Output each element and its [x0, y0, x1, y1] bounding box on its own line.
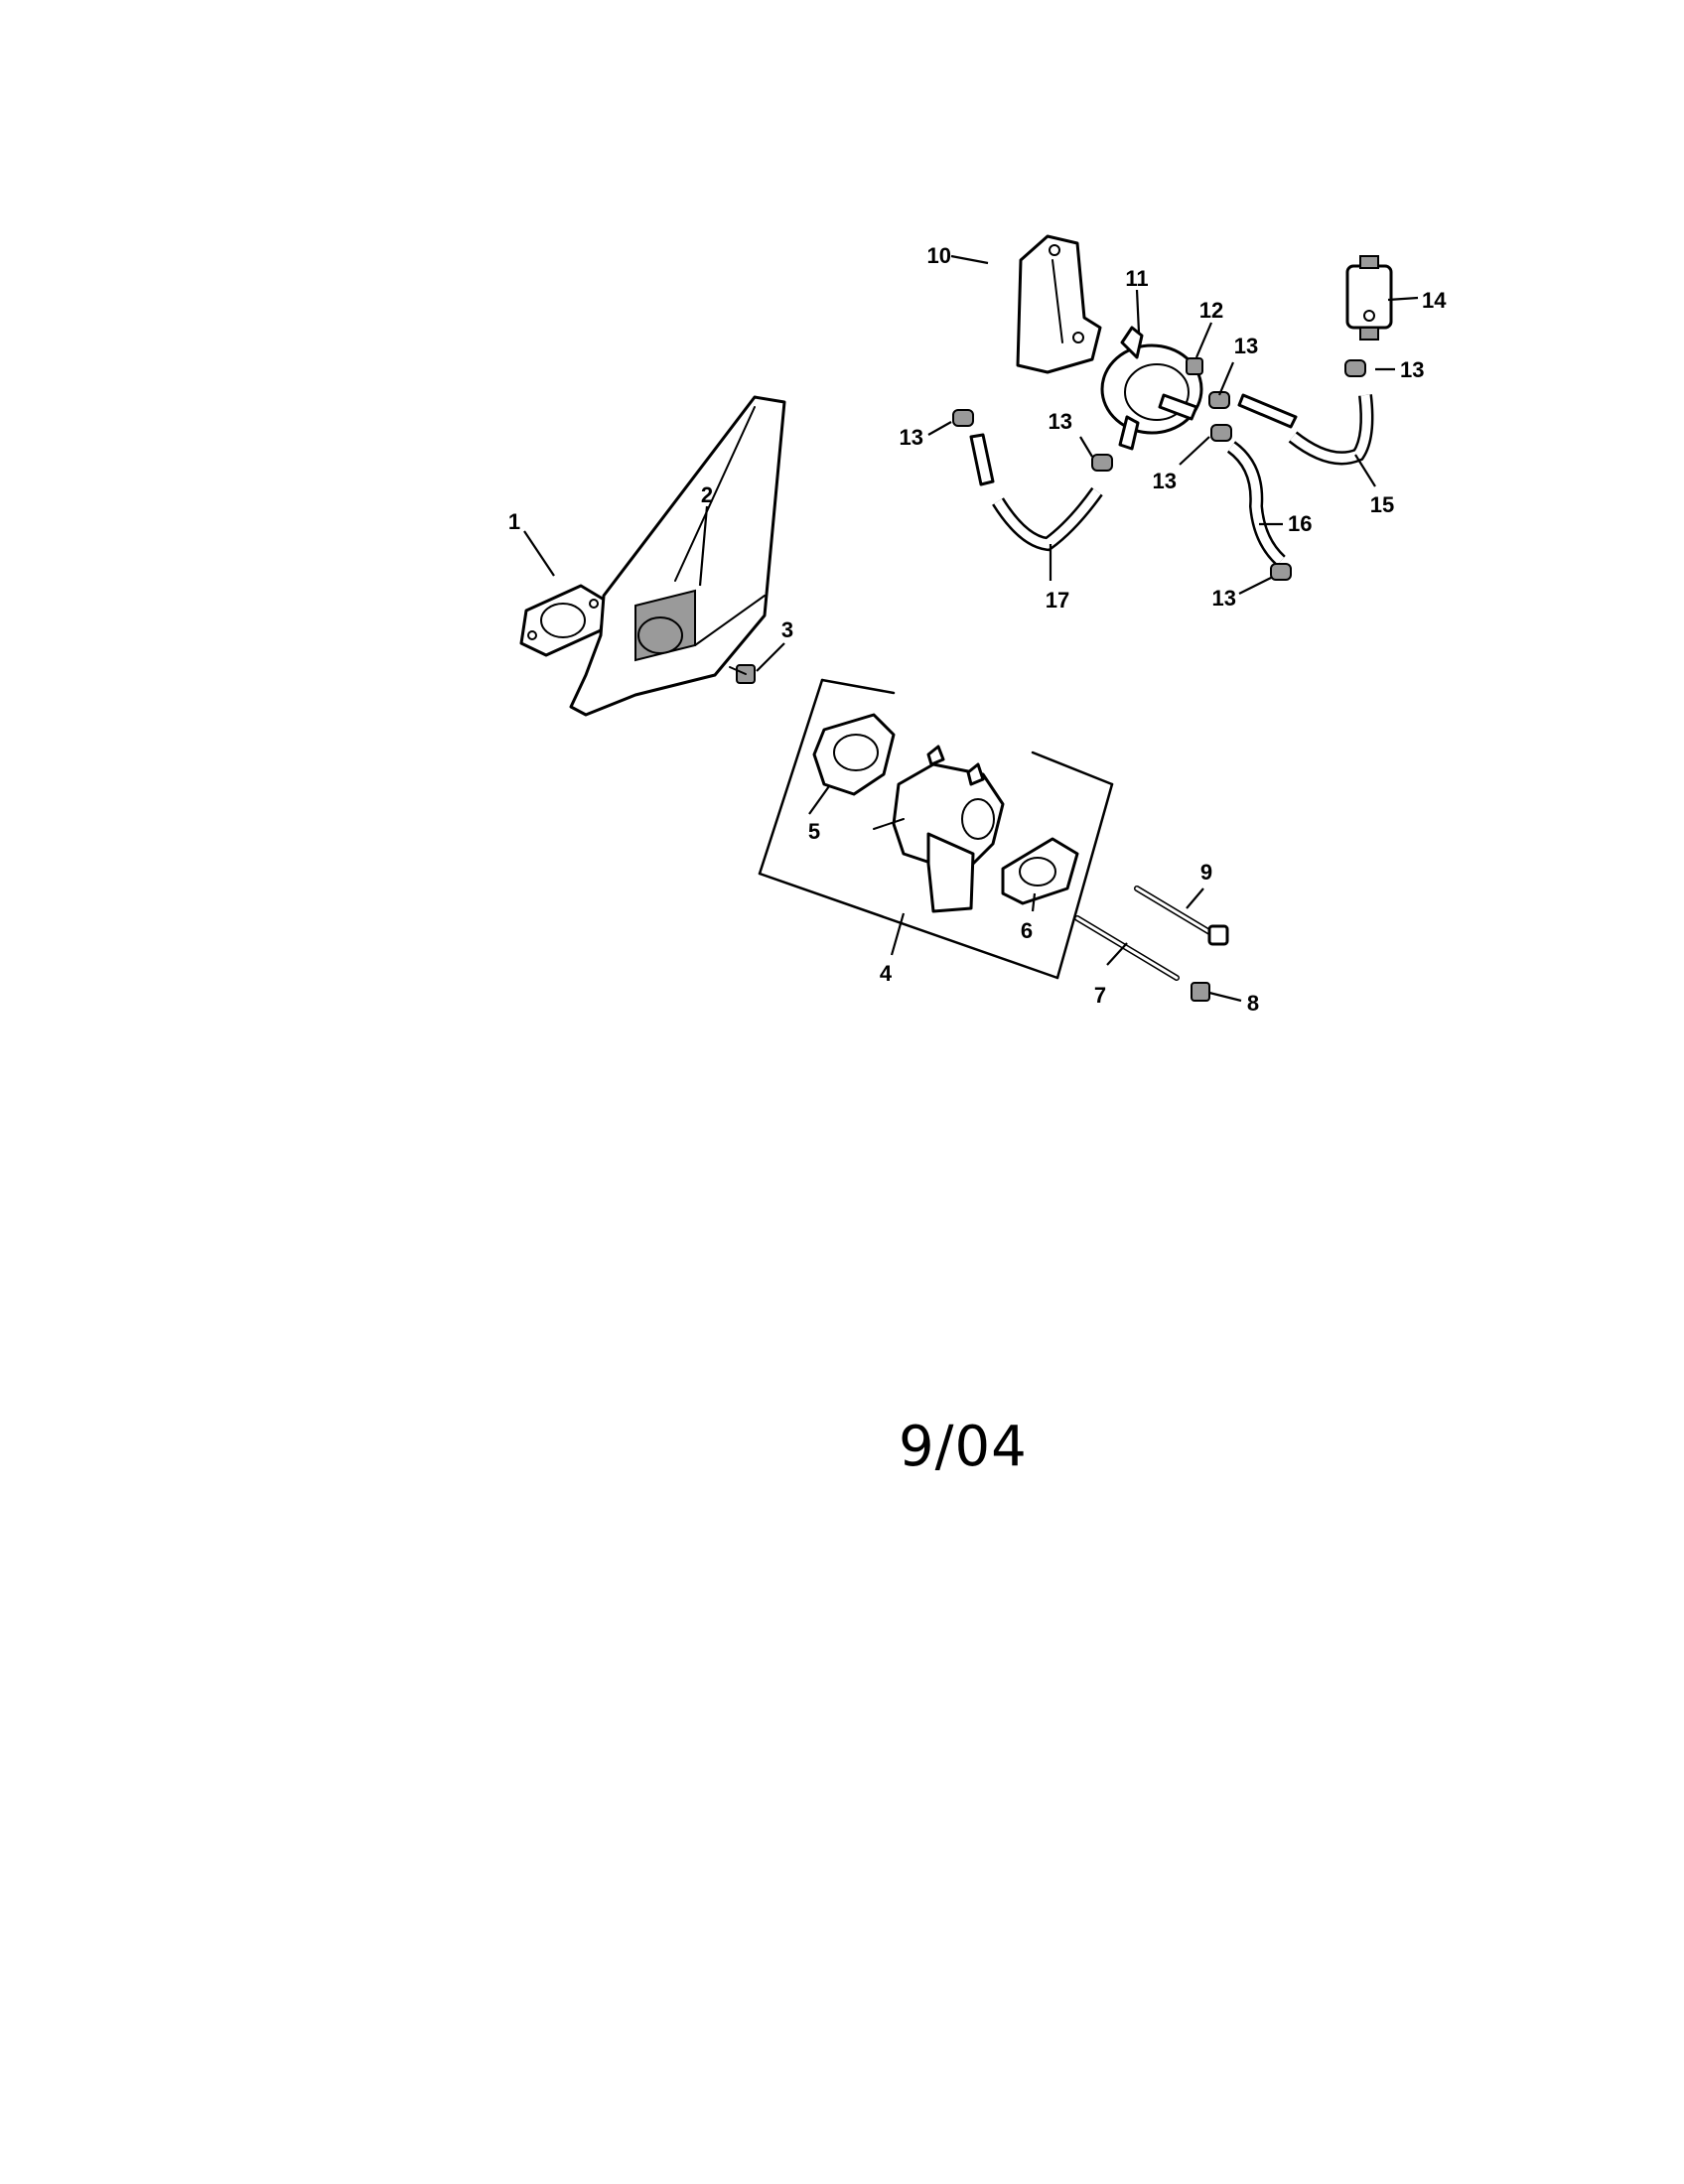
callout-2: 2 [701, 482, 713, 507]
hose-17 [969, 433, 1103, 552]
part-4-carburetor-box [758, 678, 1114, 980]
part-1-gasket [519, 584, 608, 657]
callout-12: 12 [1199, 298, 1223, 323]
part-11-fuel-pump [1100, 326, 1203, 451]
carburetor [873, 745, 1005, 913]
callout-1: 1 [508, 509, 520, 534]
part-9-bolt [1134, 886, 1229, 946]
callout-5: 5 [808, 819, 820, 844]
callout-8: 8 [1247, 991, 1259, 1016]
part-2-housing [569, 395, 786, 717]
callout-14: 14 [1422, 288, 1447, 313]
callout-4: 4 [880, 961, 893, 986]
callouts: 10 11 12 13 14 13 13 13 13 15 16 13 17 1… [508, 243, 1447, 1016]
part-12-fitting [1186, 357, 1203, 375]
callout-13-f: 13 [1212, 586, 1236, 611]
callout-3: 3 [781, 617, 793, 642]
callout-13-e: 13 [1153, 469, 1177, 493]
callout-13-c: 13 [900, 425, 923, 450]
callout-9: 9 [1200, 860, 1212, 885]
callout-13-a: 13 [1234, 334, 1258, 358]
leader-lines [523, 254, 1419, 1003]
callout-13-d: 13 [1049, 409, 1072, 434]
callout-10: 10 [927, 243, 951, 268]
part-14-fuel-filter [1345, 255, 1393, 341]
callout-16: 16 [1288, 511, 1312, 536]
callout-13-b: 13 [1400, 357, 1424, 382]
date-code: 9/04 [899, 1415, 1028, 1479]
hose-15 [1237, 393, 1374, 466]
clamp-13-group [952, 359, 1366, 581]
callout-15: 15 [1370, 492, 1394, 517]
callout-11: 11 [1125, 266, 1148, 291]
callout-6: 6 [1021, 918, 1033, 943]
callout-7: 7 [1094, 983, 1106, 1008]
part-6-gasket [1001, 837, 1079, 905]
part-10-bracket [1016, 234, 1102, 374]
callout-17: 17 [1046, 588, 1069, 613]
part-7-stud [1074, 915, 1180, 981]
part-5-gasket [812, 713, 896, 796]
hose-16 [1226, 441, 1286, 567]
part-3-bolt [729, 664, 756, 684]
part-8-nut [1191, 982, 1210, 1002]
